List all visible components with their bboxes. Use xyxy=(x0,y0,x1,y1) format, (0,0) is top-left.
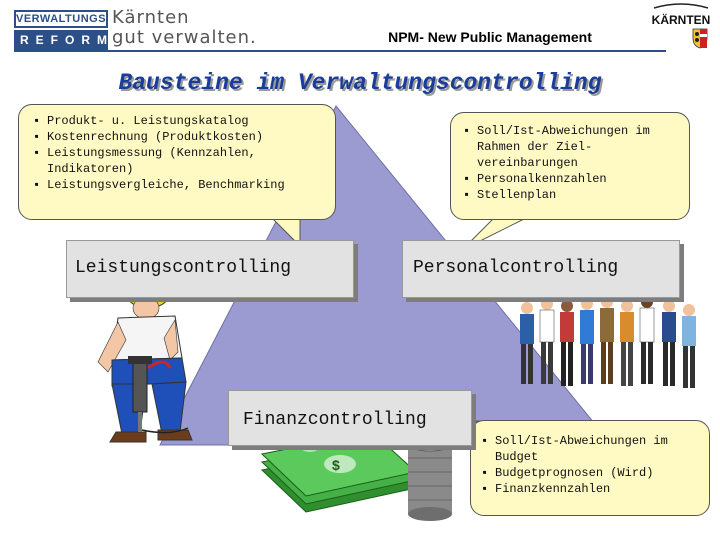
bubble-left-item: Kostenrechnung (Produktkosten) xyxy=(33,129,329,145)
bubble-bottom-item: Budgetprognosen (Wird) xyxy=(481,465,703,481)
label-finanzcontrolling: Finanzcontrolling xyxy=(228,390,472,446)
page-title: Bausteine im Verwaltungscontrolling xyxy=(118,70,602,96)
label-leistungscontrolling: Leistungscontrolling xyxy=(66,240,354,298)
bubble-bottom-item: Finanzkennzahlen xyxy=(481,481,703,497)
bubble-left-item: Leistungsmessung (Kennzahlen, Indikatore… xyxy=(33,145,329,177)
bubble-personal-details: Soll/Ist-Abweichungen im Rahmen der Ziel… xyxy=(450,112,690,220)
carinthia-crest-icon: KÄRNTEN xyxy=(652,3,711,49)
bubble-left-item: Leistungsvergleiche, Benchmarking xyxy=(33,177,329,193)
bubble-bottom-item: Soll/Ist-Abweichungen im Budget xyxy=(481,433,703,465)
coins-illustration xyxy=(407,436,453,521)
brand-text: Kärnten gut verwalten. xyxy=(112,8,257,48)
logo-line1: VERWALTUNGS xyxy=(14,10,108,28)
crest-text: KÄRNTEN xyxy=(652,12,711,27)
label-personalcontrolling: Personalcontrolling xyxy=(402,240,680,298)
verwaltungsreform-logo: VERWALTUNGS REFORM xyxy=(14,10,108,50)
bubble-right-item: Soll/Ist-Abweichungen im Rahmen der Ziel… xyxy=(463,123,683,171)
header-divider xyxy=(14,50,666,52)
svg-text:$: $ xyxy=(332,457,340,473)
bubble-left-item: Produkt- u. Leistungskatalog xyxy=(33,113,329,129)
worker-jackhammer-illustration xyxy=(97,283,193,443)
brand-line2: gut verwalten. xyxy=(112,27,257,48)
bubble-finanz-details: Soll/Ist-Abweichungen im Budget Budgetpr… xyxy=(470,420,710,516)
brand-line1: Kärnten xyxy=(112,7,190,28)
header-subtitle: NPM- New Public Management xyxy=(388,29,592,45)
money-stack-illustration: $ xyxy=(260,431,418,513)
bubble-leistung-details: Produkt- u. Leistungskatalog Kostenrechn… xyxy=(18,104,336,220)
staff-group-illustration xyxy=(520,296,696,388)
bubble-right-item: Stellenplan xyxy=(463,187,683,203)
bubble-right-item: Personalkennzahlen xyxy=(463,171,683,187)
logo-line2: REFORM xyxy=(14,30,108,50)
